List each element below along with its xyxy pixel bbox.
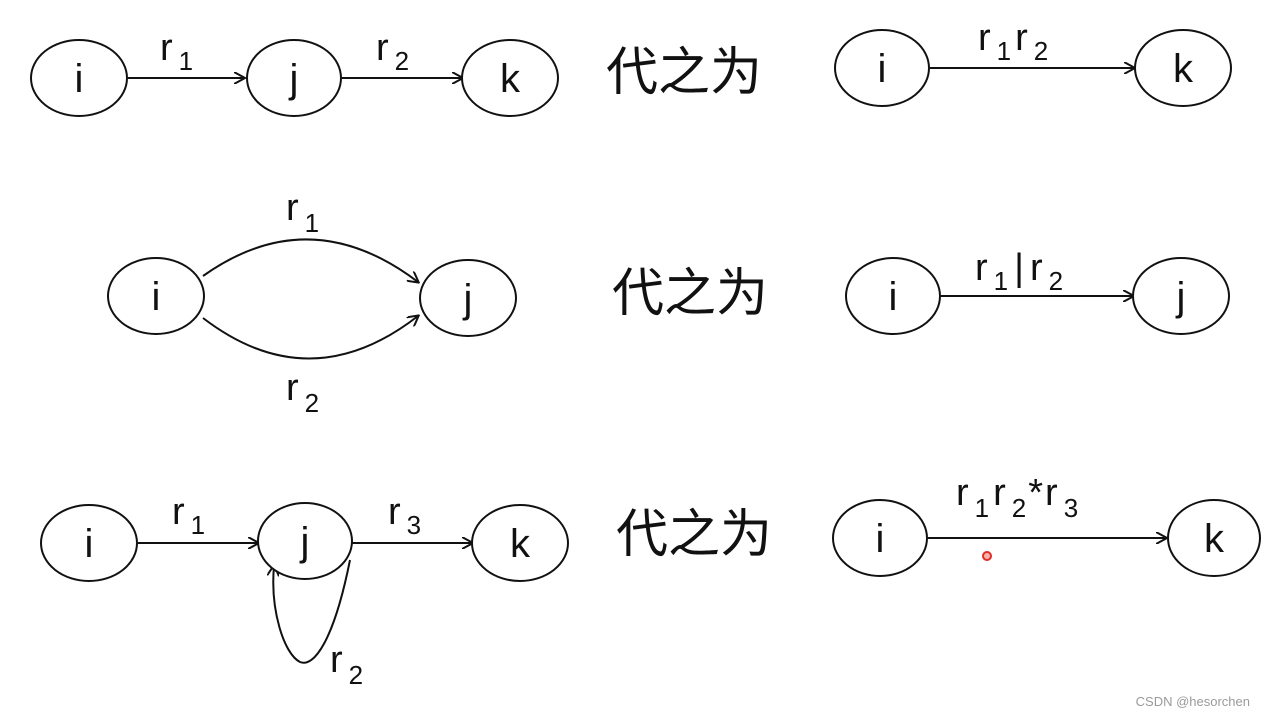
state-node xyxy=(1167,499,1261,577)
state-node xyxy=(1132,257,1230,335)
state-node xyxy=(461,39,559,117)
transform-word: 代之为 xyxy=(616,505,772,565)
pointer-ring-icon xyxy=(982,551,992,561)
node-label: i xyxy=(876,517,885,561)
transform-word: 代之为 xyxy=(606,43,762,103)
state-node xyxy=(471,504,569,582)
state-node xyxy=(246,39,342,117)
node-label: k xyxy=(510,522,531,566)
node-label: j xyxy=(1176,275,1186,319)
node-label: k xyxy=(1204,517,1225,561)
state-node xyxy=(30,39,128,117)
node-label: i xyxy=(878,47,887,91)
state-node xyxy=(845,257,941,335)
state-node xyxy=(419,259,517,337)
transform-word: 代之为 xyxy=(612,264,768,324)
self-loop-j xyxy=(273,559,351,664)
edge-i-j-upper xyxy=(202,238,418,282)
state-node xyxy=(834,29,930,107)
node-label: i xyxy=(85,522,94,566)
node-label: k xyxy=(500,57,521,101)
node-label: i xyxy=(152,275,161,319)
edge-i-j-lower xyxy=(202,316,418,360)
node-label: j xyxy=(289,57,299,101)
node-label: j xyxy=(463,277,473,321)
state-node xyxy=(832,499,928,577)
node-label: j xyxy=(300,520,310,564)
node-label: k xyxy=(1173,47,1194,91)
state-node xyxy=(257,502,353,580)
node-label: i xyxy=(889,275,898,319)
watermark: CSDN @hesorchen xyxy=(1136,694,1250,709)
state-node xyxy=(40,504,138,582)
node-label: i xyxy=(75,57,84,101)
state-node xyxy=(1134,29,1232,107)
state-node xyxy=(107,257,205,335)
